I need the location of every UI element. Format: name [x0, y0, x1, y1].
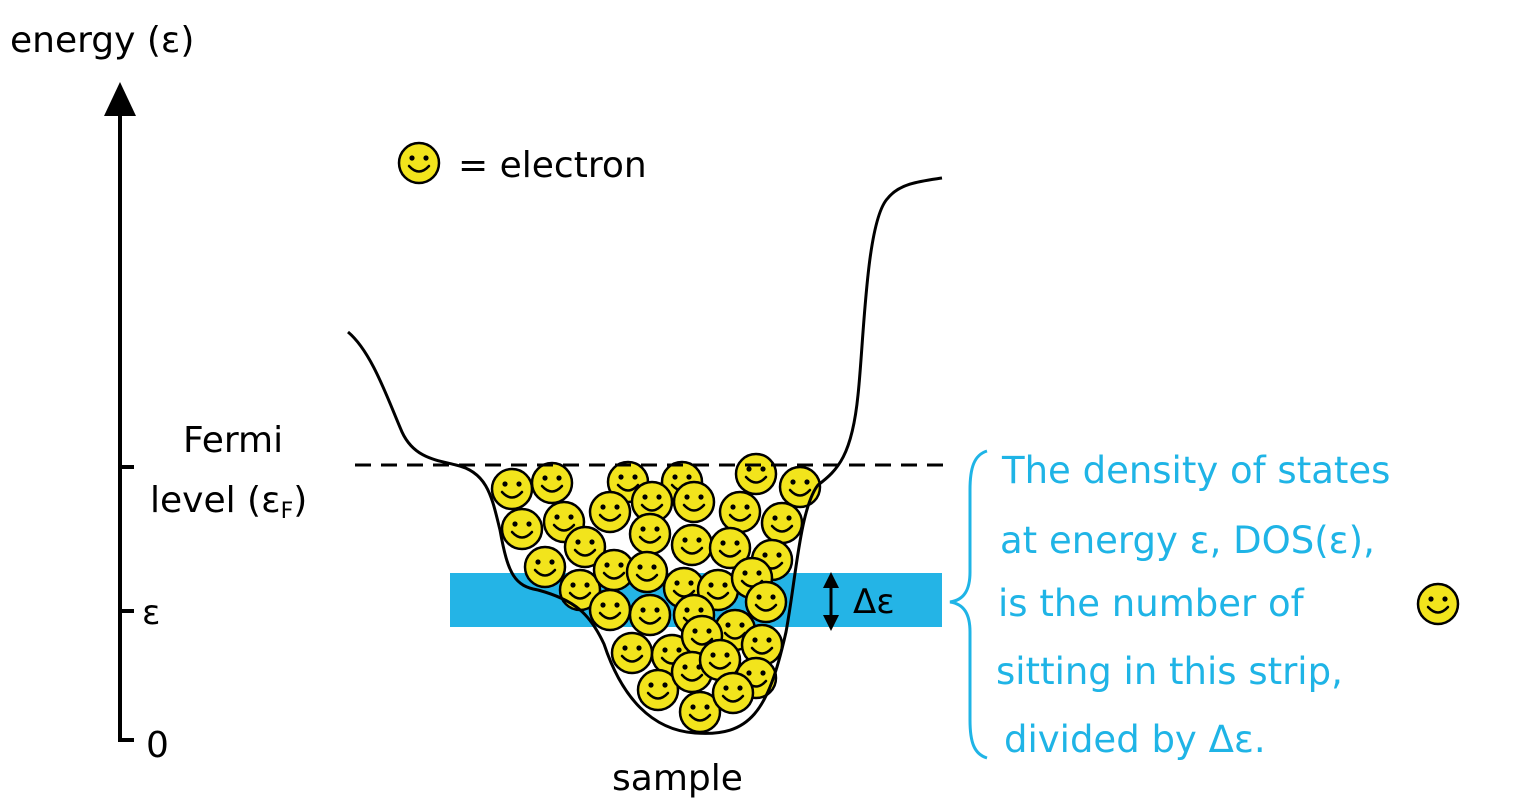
explanation-text: The density of states at energy ε, DOS(ε… [996, 449, 1390, 761]
axis-arrowhead-icon [104, 82, 136, 116]
delta-epsilon-label: Δε [853, 582, 895, 622]
legend-label: = electron [458, 145, 647, 186]
fermi-label-line1: Fermi [183, 420, 283, 461]
explanation-line5: divided by Δε. [1004, 718, 1266, 761]
explanation-line3: is the number of [998, 582, 1305, 625]
epsilon-tick-label: ε [142, 593, 160, 633]
explanation-brace [949, 449, 988, 760]
electron-inline-icon [1416, 582, 1460, 626]
legend: = electron [397, 141, 647, 186]
sample-outline [347, 176, 943, 735]
electron-legend-icon [397, 141, 441, 185]
zero-tick-label: 0 [146, 725, 169, 766]
explanation-line1: The density of states [1001, 449, 1390, 492]
axis-title: energy (ε) [10, 20, 194, 61]
arrow-up-icon [823, 572, 839, 588]
sample-label: sample [612, 758, 743, 799]
energy-axis [104, 82, 136, 742]
delta-epsilon-marker [823, 572, 839, 631]
explanation-line4: sitting in this strip, [996, 650, 1343, 693]
arrow-down-icon [823, 615, 839, 631]
fermi-label-line2: level (εF) [150, 480, 307, 524]
explanation-line2: at energy ε, DOS(ε), [1000, 519, 1375, 562]
